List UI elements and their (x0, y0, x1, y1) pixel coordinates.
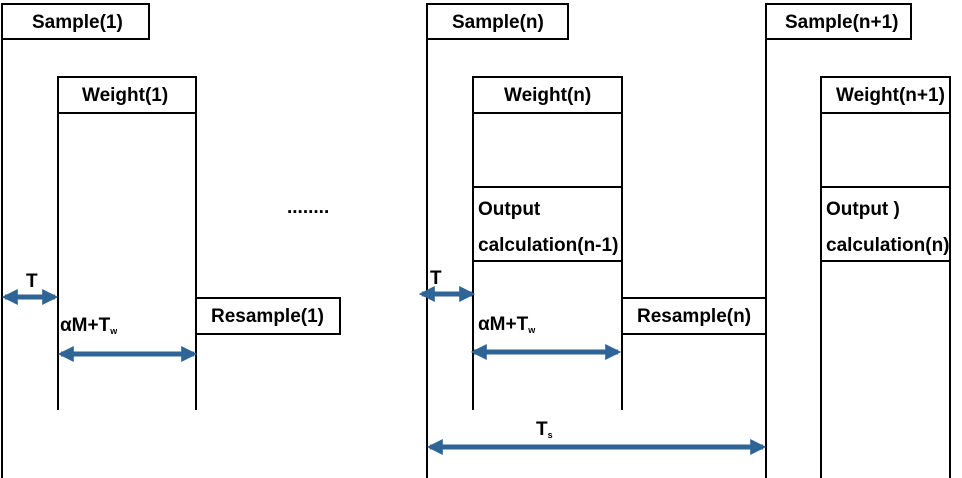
ts-label-subscript: s (547, 430, 553, 440)
sample-n-box (426, 3, 569, 40)
resample-1-label: Resample(1) (211, 306, 324, 327)
alpha-label-1-subscript: w (110, 326, 118, 336)
alpha-label-1: αM+Tw (60, 316, 117, 336)
weight-1-label: Weight(1) (82, 85, 169, 106)
alpha-label-1-text: αM+T (60, 315, 111, 336)
resample-n-box (621, 297, 767, 335)
weight-1-box (57, 76, 197, 114)
output-n1-label-line2: calculation(n) (826, 235, 950, 256)
alpha-label-n-text: αM+T (478, 314, 529, 335)
output-n1-label-line1: Output ) (826, 199, 900, 220)
resample-n-label: Resample(n) (637, 306, 752, 327)
resample-1-box (195, 297, 341, 335)
alpha-label-n: αM+Tw (478, 315, 535, 335)
ts-label-text: T (536, 419, 548, 440)
ts-label: Ts (536, 420, 553, 440)
sample-n1-label: Sample(n+1) (785, 12, 899, 33)
weight-n-box (472, 76, 623, 114)
weight-n-label: Weight(n) (504, 85, 592, 106)
ellipsis: ........ (287, 197, 330, 218)
t-label-1: T (26, 271, 38, 292)
sample-1-box (1, 3, 150, 40)
sample-n1-box (765, 3, 912, 40)
sample-n-label: Sample(n) (452, 12, 544, 33)
weight-n1-label: Weight(n+1) (836, 85, 945, 106)
output-n-label-line1: Output (478, 199, 541, 220)
weight-n1-box (820, 76, 951, 114)
t-label-n: T (430, 268, 442, 289)
sample-1-label: Sample(1) (32, 12, 123, 33)
alpha-label-n-subscript: w (528, 325, 536, 335)
output-n-label-line2: calculation(n-1) (478, 235, 619, 256)
